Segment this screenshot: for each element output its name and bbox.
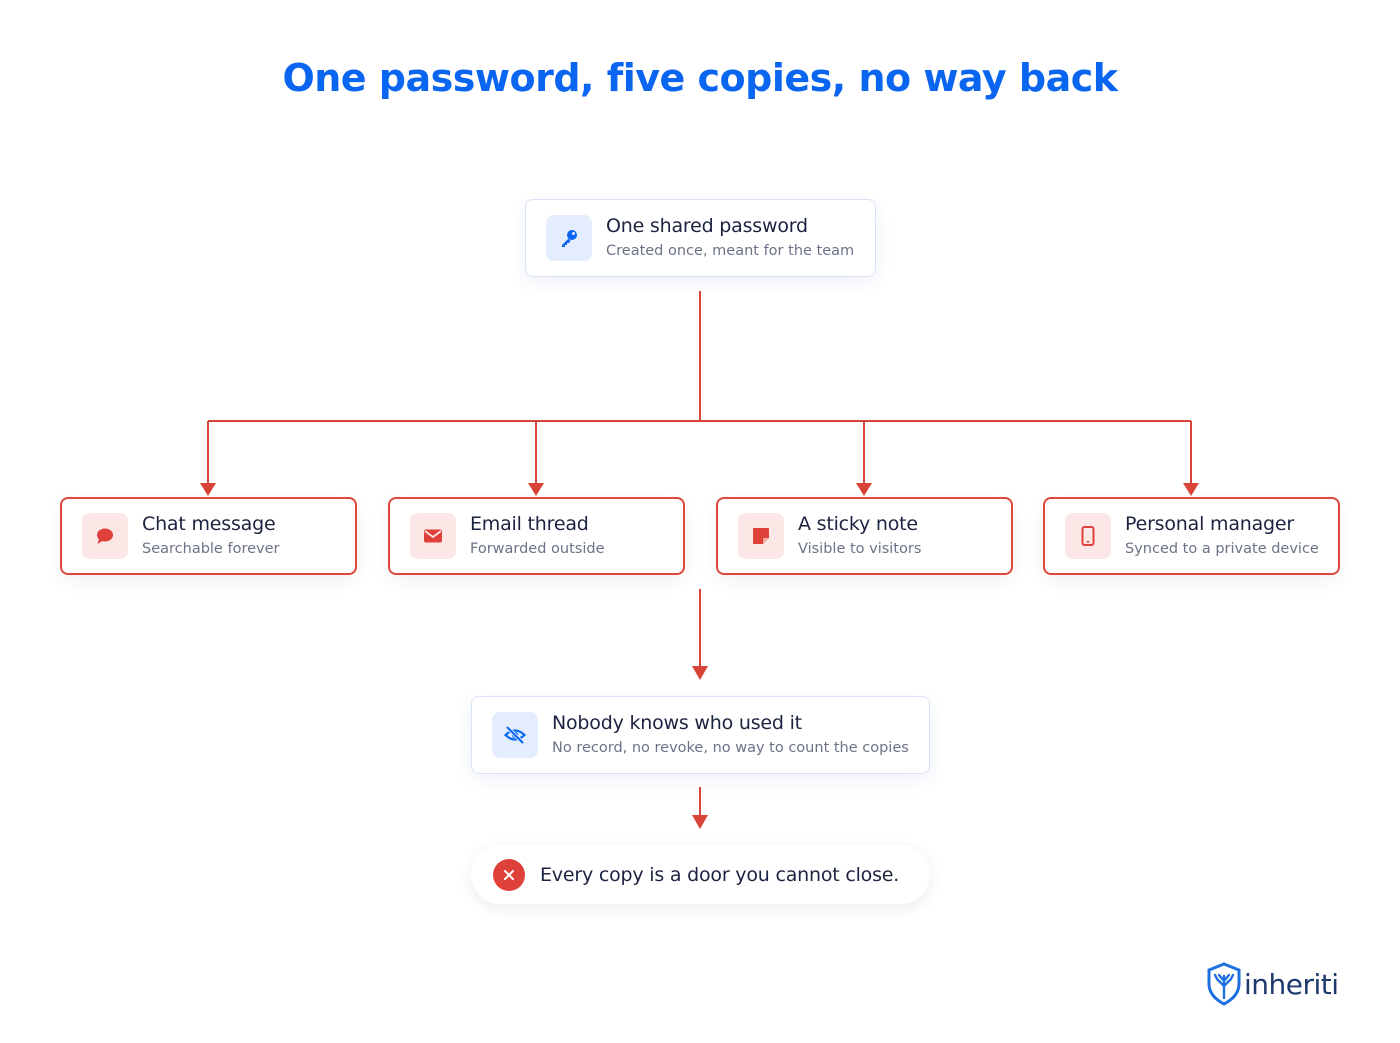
arrowhead-consequence — [692, 666, 708, 680]
copy-card-email: Email thread Forwarded outside — [388, 497, 685, 575]
arrowhead-sticky — [856, 483, 872, 496]
consequence-title: Nobody knows who used it — [552, 712, 802, 734]
source-title: One shared password — [606, 215, 808, 237]
chat-bubble-icon — [82, 513, 128, 559]
logo-wordmark: inheriti — [1244, 967, 1339, 1001]
close-icon — [493, 858, 525, 891]
arrowhead-email — [528, 483, 544, 496]
arrowhead-callout — [692, 815, 708, 829]
copy-title-manager: Personal manager — [1125, 513, 1295, 535]
envelope-icon — [410, 513, 456, 559]
copy-card-manager: Personal manager Synced to a private dev… — [1043, 497, 1340, 575]
source-card: One shared password Created once, meant … — [525, 199, 876, 277]
source-subtitle: Created once, meant for the team — [606, 243, 855, 259]
copy-title-chat: Chat message — [142, 513, 276, 535]
consequence-subtitle: No record, no revoke, no way to count th… — [552, 740, 909, 756]
copy-subtitle-email: Forwarded outside — [470, 541, 605, 557]
copy-subtitle-sticky: Visible to visitors — [798, 541, 922, 557]
copy-card-chat: Chat message Searchable forever — [60, 497, 357, 575]
copy-subtitle-chat: Searchable forever — [142, 541, 280, 557]
phone-icon — [1065, 513, 1111, 559]
copy-title-email: Email thread — [470, 513, 589, 535]
page-title: One password, five copies, no way back — [282, 56, 1118, 100]
key-icon — [546, 215, 592, 261]
brand-logo: inheriti — [1206, 962, 1339, 1006]
tree-shield-icon — [1207, 962, 1241, 1006]
arrowhead-chat — [200, 483, 216, 496]
sticky-note-icon — [738, 513, 784, 559]
copy-title-sticky: A sticky note — [798, 513, 918, 535]
consequence-card: Nobody knows who used it No record, no r… — [471, 696, 930, 774]
callout-text: Every copy is a door you cannot close. — [540, 863, 900, 886]
eye-off-icon — [492, 712, 538, 758]
arrowhead-manager — [1183, 483, 1199, 496]
copy-subtitle-manager: Synced to a private device — [1125, 541, 1319, 557]
copy-card-sticky: A sticky note Visible to visitors — [716, 497, 1013, 575]
warning-callout: Every copy is a door you cannot close. — [471, 845, 930, 904]
